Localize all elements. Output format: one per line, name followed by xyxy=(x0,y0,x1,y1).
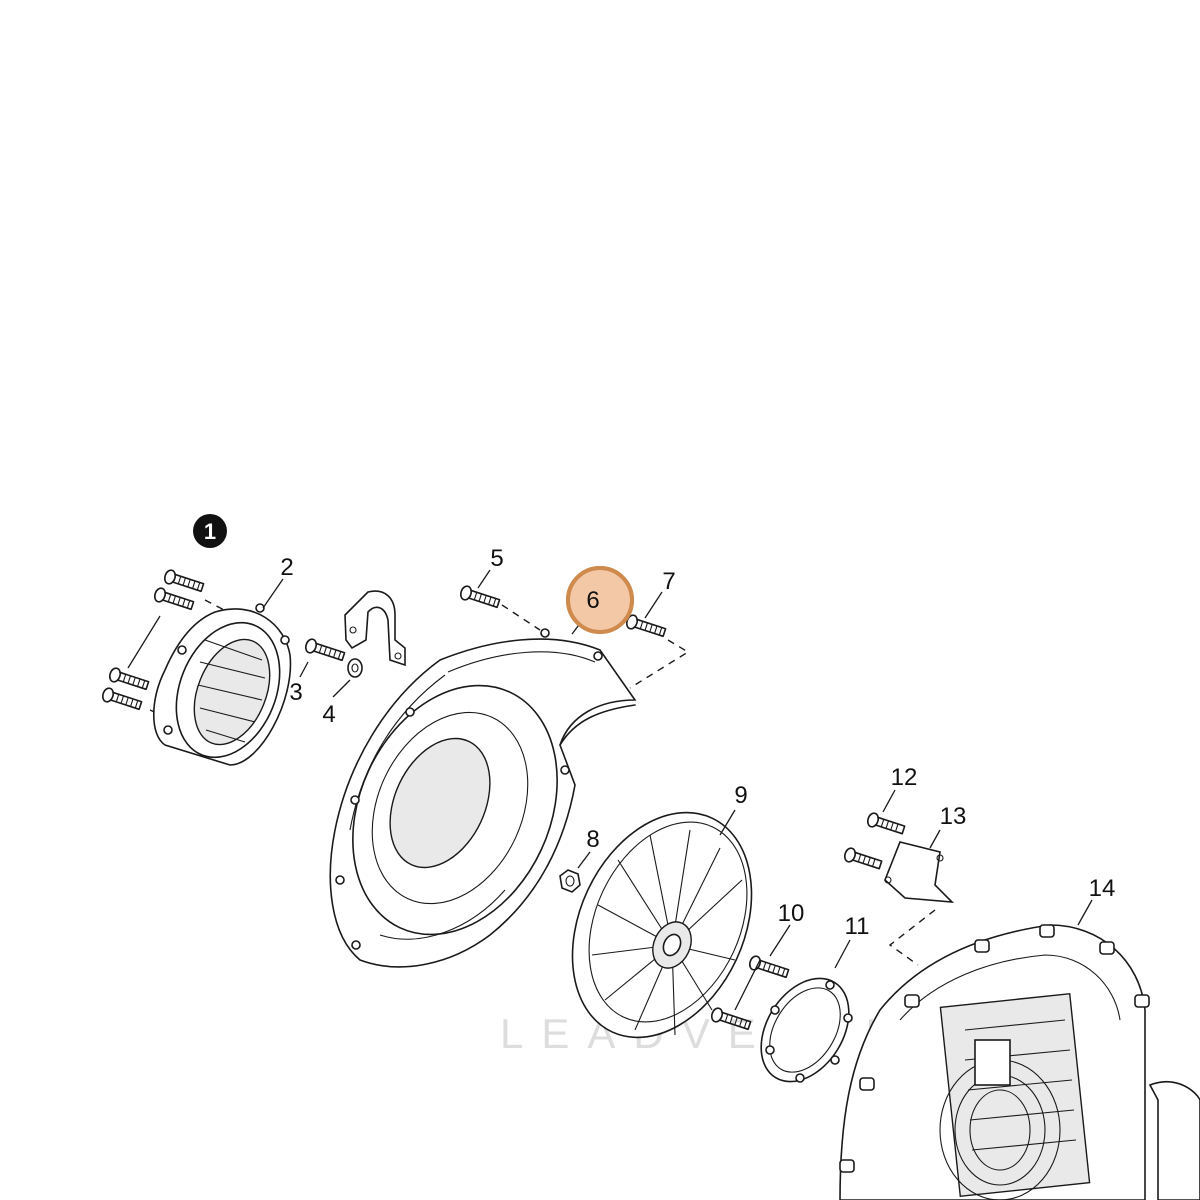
screw xyxy=(101,687,143,711)
alignment-line xyxy=(629,639,690,689)
callout-10: 10 xyxy=(778,900,805,927)
callout-6: 6 xyxy=(586,587,599,614)
callout-8: 8 xyxy=(586,826,599,853)
part-14-engine-housing xyxy=(839,924,1200,1200)
screw xyxy=(163,569,205,593)
callout-9: 9 xyxy=(734,782,747,809)
part-8-nut xyxy=(559,869,581,893)
part-12-screws xyxy=(843,812,906,870)
callout-12: 12 xyxy=(891,764,918,791)
part-7-screw xyxy=(625,614,667,638)
screw xyxy=(710,1007,752,1031)
screw xyxy=(866,812,906,835)
callout-2: 2 xyxy=(280,554,293,581)
callout-1-badge xyxy=(193,514,227,548)
alignment-line xyxy=(204,599,229,613)
part-4-washer xyxy=(347,658,363,678)
screw xyxy=(843,847,883,870)
part-5-screw xyxy=(459,585,501,609)
part-6-fan-housing xyxy=(329,628,637,968)
part-10-screws xyxy=(710,955,790,1031)
callout-11: 11 xyxy=(845,913,870,940)
callout-6-highlight: 6 xyxy=(566,566,634,634)
callout-4: 4 xyxy=(322,701,335,728)
highlight-circle-ring xyxy=(566,566,634,634)
screw xyxy=(748,955,790,979)
callout-1: 1 xyxy=(193,514,227,548)
part-9-impeller xyxy=(571,811,753,1039)
callout-13: 13 xyxy=(940,803,967,830)
part-3-screw xyxy=(304,638,346,662)
alignment-line xyxy=(501,604,541,631)
part-1-screws xyxy=(101,569,205,711)
leader-lines xyxy=(127,569,1093,1011)
clip-bracket xyxy=(344,590,406,667)
part-13-bracket xyxy=(884,841,955,903)
callout-14: 14 xyxy=(1089,875,1116,902)
callout-5: 5 xyxy=(490,545,503,572)
screw xyxy=(153,587,195,611)
callout-7: 7 xyxy=(662,568,675,595)
alignment-line xyxy=(888,909,936,966)
callout-3: 3 xyxy=(289,679,302,706)
part-11-gasket xyxy=(760,977,853,1083)
callout-1-label: 1 xyxy=(204,519,216,544)
screw xyxy=(108,667,150,691)
part-2-intake-ring xyxy=(152,603,292,766)
